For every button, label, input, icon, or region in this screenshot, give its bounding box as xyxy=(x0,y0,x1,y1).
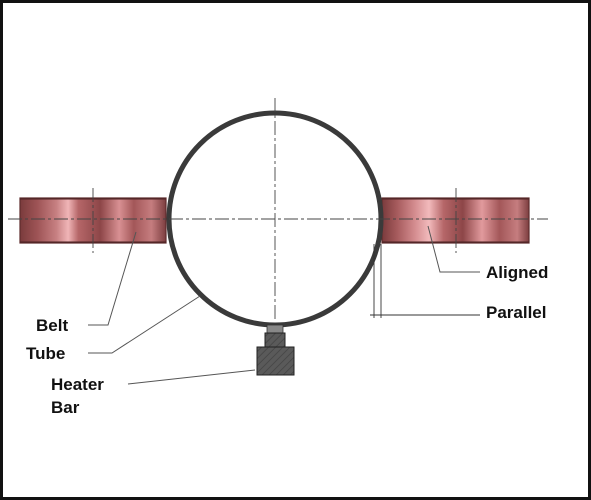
center-lines xyxy=(8,98,548,322)
label-parallel: Parallel xyxy=(486,303,547,322)
label-heater: Heater xyxy=(51,375,104,394)
heater-bar xyxy=(256,324,295,376)
aligned-leader xyxy=(427,225,480,273)
label-heater-bar: Bar xyxy=(51,398,80,417)
right-belt xyxy=(381,197,530,244)
parallel-dimension xyxy=(370,244,480,318)
label-belt: Belt xyxy=(36,316,68,335)
belt-leader xyxy=(88,231,137,326)
heater-leader xyxy=(127,369,256,385)
label-aligned: Aligned xyxy=(486,263,548,282)
leader-lines xyxy=(88,225,480,385)
tube-leader xyxy=(88,295,201,354)
label-tube: Tube xyxy=(26,344,65,363)
